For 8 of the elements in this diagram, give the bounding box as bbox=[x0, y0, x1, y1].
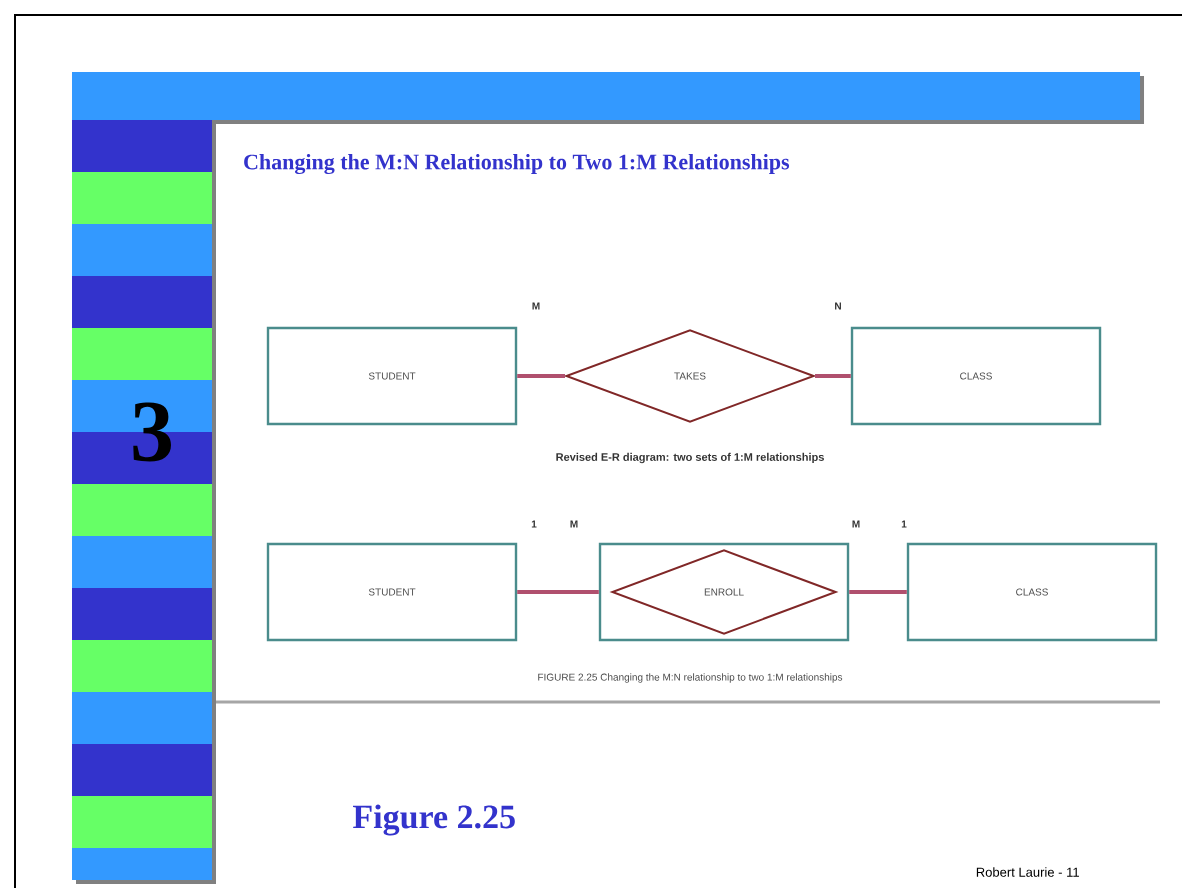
connector-line bbox=[517, 374, 565, 378]
chapter-number: 3 bbox=[133, 402, 171, 462]
bridge-entity-box bbox=[598, 542, 850, 642]
figure-label: Figure 2.25 bbox=[353, 804, 515, 836]
slide-title: Changing the M:N Relationship to Two 1:M Relationships bbox=[244, 153, 790, 175]
connector-line bbox=[849, 590, 907, 594]
connector-line bbox=[815, 374, 851, 378]
connector-line bbox=[517, 590, 599, 594]
